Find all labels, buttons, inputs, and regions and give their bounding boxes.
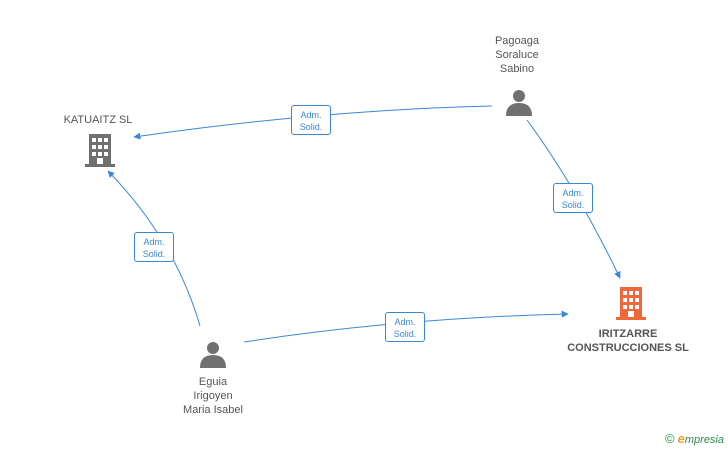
name-line: Irigoyen <box>193 390 233 402</box>
person-icon[interactable] <box>200 342 226 368</box>
edge-label-line: Solid. <box>393 329 417 339</box>
name-line: IRITZARRE <box>598 328 658 340</box>
brand-logo: ©empresia <box>665 431 724 446</box>
edge-label-line: Solid. <box>299 122 323 132</box>
edge-label-pagoaga-iritzarre[interactable]: Adm. Solid. <box>553 183 593 213</box>
name-line: KATUAITZ SL <box>63 114 133 126</box>
edge-label-line: Solid. <box>142 249 166 259</box>
edge-label-eguia-katuaitz[interactable]: Adm. Solid. <box>134 232 174 262</box>
person-icon[interactable] <box>506 90 532 116</box>
name-line: Soraluce <box>495 49 539 61</box>
person-label-pagoaga[interactable]: Pagoaga Soraluce Sabino <box>477 34 557 76</box>
edge-label-line: Adm. <box>143 237 165 247</box>
edge-label-eguia-iritzarre[interactable]: Adm. Solid. <box>385 312 425 342</box>
name-line: Maria Isabel <box>183 404 243 416</box>
building-icon[interactable] <box>85 134 115 167</box>
company-label-katuaitz[interactable]: KATUAITZ SL <box>50 113 146 127</box>
edge-label-line: Adm. <box>562 188 584 198</box>
name-line: Eguia <box>198 376 228 388</box>
company-label-iritzarre[interactable]: IRITZARRE CONSTRUCCIONES SL <box>558 327 698 355</box>
person-label-eguia[interactable]: Eguia Irigoyen Maria Isabel <box>171 375 255 417</box>
edge-label-line: Adm. <box>394 317 416 327</box>
edge-label-line: Solid. <box>561 200 585 210</box>
name-line: CONSTRUCCIONES SL <box>567 342 689 354</box>
brand-name: mpresia <box>684 434 724 446</box>
name-line: Sabino <box>499 63 535 75</box>
edge-label-pagoaga-katuaitz[interactable]: Adm. Solid. <box>291 105 331 135</box>
edge-label-line: Adm. <box>300 110 322 120</box>
building-icon[interactable] <box>616 287 646 320</box>
copyright-icon: © <box>665 431 675 446</box>
brand-initial: e <box>677 431 685 446</box>
name-line: Pagoaga <box>494 35 540 47</box>
